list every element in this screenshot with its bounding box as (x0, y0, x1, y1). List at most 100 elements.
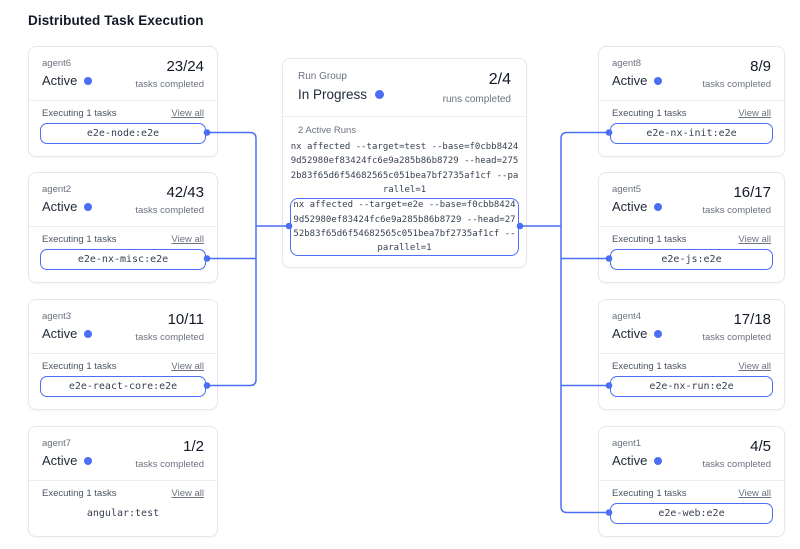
view-all-link[interactable]: View all (171, 108, 204, 119)
agent-status: Active (612, 73, 663, 88)
tasks-fraction-label: tasks completed (702, 332, 771, 343)
tasks-fraction: 16/17 (733, 184, 771, 201)
agent-card-header: agent1 Active 4/5 tasks completed (612, 438, 771, 470)
tasks-fraction-label: tasks completed (135, 459, 204, 470)
tasks-fraction: 8/9 (750, 58, 771, 75)
agent-status-label: Active (612, 453, 648, 468)
agent-card-agent1: agent1 Active 4/5 tasks completed Execut… (598, 426, 785, 537)
card-divider (29, 353, 217, 354)
tasks-fraction-label: tasks completed (702, 459, 771, 470)
view-all-link[interactable]: View all (171, 234, 204, 245)
card-divider (599, 353, 784, 354)
agent-status: Active (42, 73, 93, 88)
agent-status-label: Active (42, 326, 78, 341)
view-all-link[interactable]: View all (738, 488, 771, 499)
agent-name: agent8 (612, 58, 642, 69)
agent-status: Active (612, 453, 663, 468)
executing-tasks-label: Executing 1 tasks (42, 361, 117, 372)
agent-card-agent5: agent5 Active 16/17 tasks completed Exec… (598, 172, 785, 283)
agent-status-label: Active (612, 199, 648, 214)
agent-card-header: agent7 Active 1/2 tasks completed (42, 438, 204, 470)
agent-status: Active (42, 326, 93, 341)
agent-card-agent7: agent7 Active 1/2 tasks completed Execut… (28, 426, 218, 537)
view-all-link[interactable]: View all (171, 488, 204, 499)
tasks-fraction: 42/43 (166, 184, 204, 201)
tasks-fraction: 17/18 (733, 311, 771, 328)
status-dot-icon (654, 329, 663, 338)
card-divider (599, 480, 784, 481)
task-pill[interactable]: e2e-js:e2e (610, 249, 773, 270)
agent-card-header: agent3 Active 10/11 tasks completed (42, 311, 204, 343)
run-command-e2e-pill[interactable]: nx affected --target=e2e --base=f0cbb842… (290, 198, 519, 256)
tasks-fraction: 10/11 (167, 311, 204, 328)
task-pill[interactable]: e2e-web:e2e (610, 503, 773, 524)
status-dot-icon (84, 76, 93, 85)
run-group-card: Run Group In Progress 2/4 runs completed… (282, 58, 527, 268)
agent-name: agent4 (612, 311, 642, 322)
agent-status: Active (612, 326, 663, 341)
executing-tasks-label: Executing 1 tasks (42, 108, 117, 119)
status-dot-icon (654, 76, 663, 85)
executing-tasks-label: Executing 1 tasks (612, 108, 687, 119)
agent-card-header: agent8 Active 8/9 tasks completed (612, 58, 771, 90)
run-group-status: In Progress (298, 87, 385, 102)
agent-card-agent3: agent3 Active 10/11 tasks completed Exec… (28, 299, 218, 410)
executing-tasks-label: Executing 1 tasks (612, 361, 687, 372)
agent-card-agent8: agent8 Active 8/9 tasks completed Execut… (598, 46, 785, 157)
view-all-link[interactable]: View all (738, 361, 771, 372)
run-group-status-label: In Progress (298, 87, 368, 102)
status-dot-icon (84, 456, 93, 465)
agent-card-agent4: agent4 Active 17/18 tasks completed Exec… (598, 299, 785, 410)
agent-card-agent6: agent6 Active 23/24 tasks completed Exec… (28, 46, 218, 157)
status-dot-icon (654, 456, 663, 465)
task-pill[interactable]: e2e-nx-init:e2e (610, 123, 773, 144)
agent-card-header: agent5 Active 16/17 tasks completed (612, 184, 771, 216)
runs-fraction: 2/4 (488, 71, 511, 88)
agent-status: Active (42, 453, 93, 468)
executing-tasks-label: Executing 1 tasks (612, 488, 687, 499)
agent-status-label: Active (42, 73, 78, 88)
tasks-fraction-label: tasks completed (135, 79, 204, 90)
run-command-e2e: nx affected --target=e2e --base=f0cbb842… (293, 200, 516, 254)
tasks-fraction: 1/2 (183, 438, 204, 455)
task-pill[interactable]: e2e-react-core:e2e (40, 376, 206, 397)
agent-status: Active (612, 199, 663, 214)
agent-status-label: Active (612, 326, 648, 341)
status-dot-icon (84, 202, 93, 211)
agent-status-label: Active (42, 199, 78, 214)
agent-status-label: Active (42, 453, 78, 468)
active-runs-label: 2 Active Runs (298, 125, 357, 136)
agent-name: agent3 (42, 311, 72, 322)
tasks-fraction-label: tasks completed (135, 332, 204, 343)
tasks-fraction-label: tasks completed (702, 79, 771, 90)
executing-tasks-label: Executing 1 tasks (612, 234, 687, 245)
run-group-header: Run Group In Progress 2/4 runs completed (298, 71, 511, 105)
view-all-link[interactable]: View all (738, 108, 771, 119)
view-all-link[interactable]: View all (171, 361, 204, 372)
task-pill[interactable]: angular:test (40, 503, 206, 524)
executing-tasks-label: Executing 1 tasks (42, 488, 117, 499)
agent-card-agent2: agent2 Active 42/43 tasks completed Exec… (28, 172, 218, 283)
view-all-link[interactable]: View all (738, 234, 771, 245)
tasks-fraction: 23/24 (166, 58, 204, 75)
agent-name: agent6 (42, 58, 72, 69)
card-divider (29, 226, 217, 227)
agent-card-header: agent2 Active 42/43 tasks completed (42, 184, 204, 216)
card-divider (29, 480, 217, 481)
task-pill[interactable]: e2e-nx-run:e2e (610, 376, 773, 397)
tasks-fraction-label: tasks completed (135, 205, 204, 216)
agent-name: agent2 (42, 184, 72, 195)
task-pill[interactable]: e2e-nx-misc:e2e (40, 249, 206, 270)
run-group-label: Run Group (298, 71, 347, 82)
tasks-fraction-label: tasks completed (702, 205, 771, 216)
card-divider (29, 100, 217, 101)
agent-name: agent5 (612, 184, 642, 195)
agent-card-header: agent4 Active 17/18 tasks completed (612, 311, 771, 343)
agent-name: agent7 (42, 438, 72, 449)
status-dot-icon (375, 90, 385, 99)
card-divider (599, 100, 784, 101)
tasks-fraction: 4/5 (750, 438, 771, 455)
status-dot-icon (84, 329, 93, 338)
task-pill[interactable]: e2e-node:e2e (40, 123, 206, 144)
